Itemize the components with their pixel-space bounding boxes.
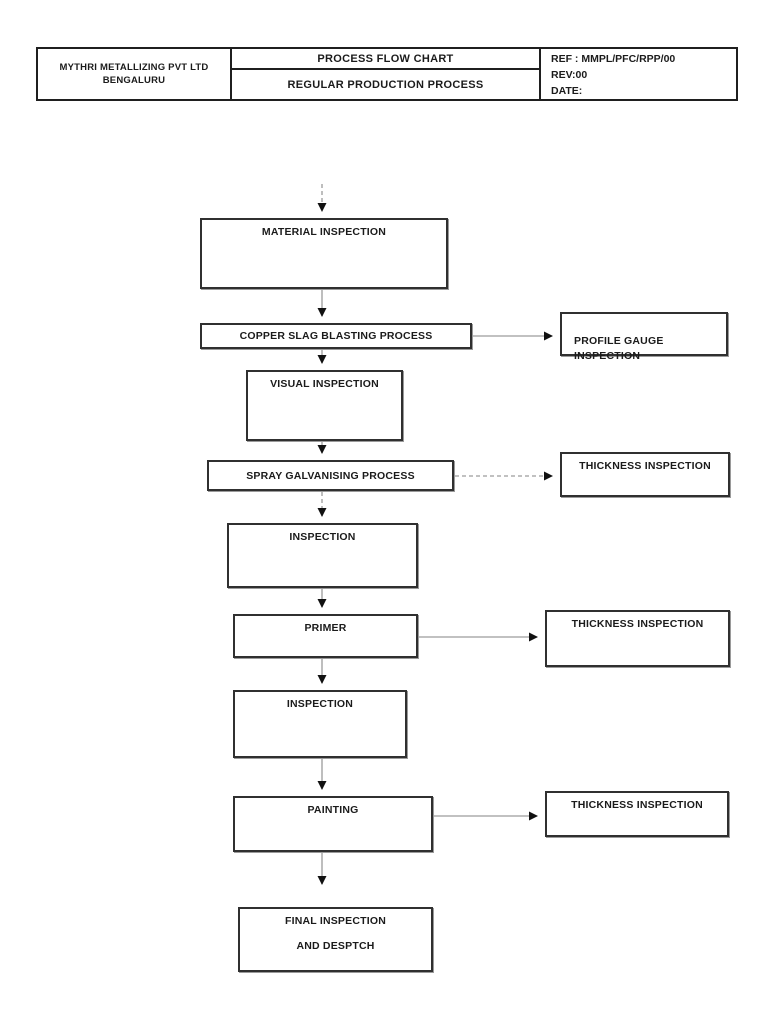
node-label: MATERIAL INSPECTION (261, 226, 387, 238)
node-visual-inspection: VISUAL INSPECTION (246, 370, 403, 441)
node-profile-gauge-inspection: PROFILE GAUGE INSPECTION (560, 312, 728, 362)
node-label: COPPER SLAG BLASTING PROCESS (239, 330, 433, 342)
node-label: PROFILE GAUGE INSPECTION (574, 335, 664, 362)
doc-subtitle: REGULAR PRODUCTION PROCESS (287, 78, 484, 91)
company-city: BENGALURU (102, 75, 166, 86)
node-painting: PAINTING (233, 796, 433, 852)
ref-cell: REF : MMPL/PFC/RPP/00 REV:00 DATE: (541, 49, 736, 99)
company-name: MYTHRI METALLIZING PVT LTD (59, 62, 209, 73)
node-label: THICKNESS INSPECTION (571, 618, 704, 630)
node-label: PAINTING (307, 804, 359, 816)
company-cell: MYTHRI METALLIZING PVT LTD BENGALURU (38, 49, 232, 99)
node-primer: PRIMER (233, 614, 418, 658)
node-spray-galvanising: SPRAY GALVANISING PROCESS (207, 460, 454, 491)
node-label-line2: AND DESPTCH (296, 940, 375, 952)
node-inspection-2: INSPECTION (233, 690, 407, 758)
rev-number: REV:00 (551, 69, 588, 81)
node-thickness-inspection-2: THICKNESS INSPECTION (545, 610, 730, 667)
node-label: INSPECTION (286, 698, 354, 710)
header-table: MYTHRI METALLIZING PVT LTD BENGALURU PRO… (36, 47, 738, 101)
node-label: FINAL INSPECTION (284, 915, 386, 927)
node-copper-slag-blasting: COPPER SLAG BLASTING PROCESS (200, 323, 472, 349)
date-field: DATE: (551, 85, 583, 97)
title-cell: PROCESS FLOW CHART REGULAR PRODUCTION PR… (232, 49, 541, 99)
node-label: INSPECTION (289, 531, 356, 543)
node-inspection-1: INSPECTION (227, 523, 418, 588)
node-label: THICKNESS INSPECTION (579, 460, 711, 472)
ref-number: REF : MMPL/PFC/RPP/00 (551, 53, 676, 65)
node-label: VISUAL INSPECTION (270, 378, 379, 390)
node-thickness-inspection-3: THICKNESS INSPECTION (545, 791, 729, 837)
doc-title: PROCESS FLOW CHART (232, 49, 539, 70)
node-label: PRIMER (304, 622, 347, 634)
node-thickness-inspection-1: THICKNESS INSPECTION (560, 452, 730, 497)
node-final-inspection: FINAL INSPECTION AND DESPTCH (238, 907, 433, 972)
node-material-inspection: MATERIAL INSPECTION (200, 218, 448, 289)
node-label: SPRAY GALVANISING PROCESS (246, 469, 415, 482)
node-label: THICKNESS INSPECTION (571, 799, 703, 811)
